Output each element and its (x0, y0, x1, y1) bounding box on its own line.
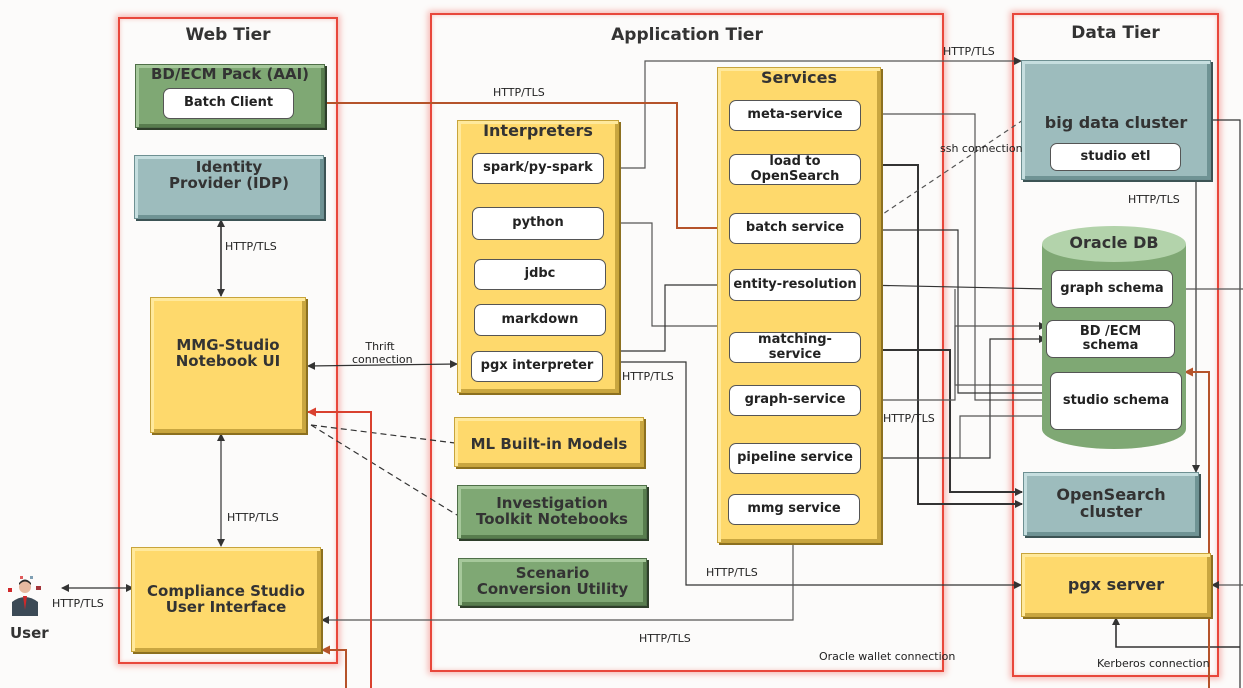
user-icon (8, 576, 42, 616)
studio-etl[interactable]: studio etl (1050, 143, 1181, 171)
opensearch-cluster-box[interactable]: OpenSearch cluster (1023, 472, 1199, 536)
label-http-data: HTTP/TLS (1128, 193, 1180, 206)
oracle-db-title: Oracle DB (1069, 233, 1159, 252)
data-tier-title: Data Tier (1071, 23, 1160, 43)
label-http-idp: HTTP/TLS (225, 240, 277, 253)
notebook-ui-title: MMG-Studio Notebook UI (175, 336, 281, 370)
ml-models-box[interactable]: ML Built-in Models (454, 417, 644, 467)
service-matching[interactable]: matching-service (729, 332, 861, 363)
interpreter-pgx[interactable]: pgx interpreter (471, 351, 603, 382)
big-data-cluster-title: big data cluster (1044, 113, 1188, 132)
schema-bd-ecm[interactable]: BD /ECM schema (1046, 320, 1175, 358)
label-http-graph: HTTP/TLS (883, 412, 935, 425)
scenario-conversion-box[interactable]: Scenario Conversion Utility (458, 558, 647, 606)
batch-client[interactable]: Batch Client (163, 88, 294, 119)
label-kerberos: Kerberos connection (1097, 657, 1210, 670)
service-batch[interactable]: batch service (729, 213, 861, 244)
label-http-pgx-interp: HTTP/TLS (622, 370, 674, 383)
opensearch-cluster-title: OpenSearch cluster (1056, 485, 1166, 521)
service-meta[interactable]: meta-service (729, 100, 861, 131)
service-entity-resolution[interactable]: entity-resolution (729, 269, 861, 301)
identity-provider-box[interactable]: Identity Provider (IDP) (134, 155, 324, 219)
pgx-server-title: pgx server (1067, 574, 1165, 594)
user-label: User (10, 624, 49, 642)
bd-ecm-pack-title: BD/ECM Pack (AAI) (150, 65, 310, 83)
label-http-notebook: HTTP/TLS (227, 511, 279, 524)
label-http-user: HTTP/TLS (52, 597, 104, 610)
interpreter-jdbc[interactable]: jdbc (474, 259, 606, 290)
web-tier: Web Tier (118, 17, 338, 664)
interpreters-title: Interpreters (483, 121, 593, 140)
schema-studio[interactable]: studio schema (1050, 372, 1182, 430)
investigation-toolkit-title: Investigation Toolkit Notebooks (476, 494, 628, 528)
schema-graph[interactable]: graph schema (1051, 270, 1173, 308)
service-pipeline[interactable]: pipeline service (729, 443, 861, 474)
service-mmg[interactable]: mmg service (728, 494, 860, 525)
label-http-bigdata: HTTP/TLS (943, 45, 995, 58)
label-http-batch-client: HTTP/TLS (493, 86, 545, 99)
service-graph[interactable]: graph-service (729, 385, 861, 416)
notebook-ui-box[interactable]: MMG-Studio Notebook UI (150, 297, 306, 433)
label-thrift: Thrift connection (352, 340, 413, 367)
interpreter-spark[interactable]: spark/py-spark (472, 153, 604, 184)
investigation-toolkit-box[interactable]: Investigation Toolkit Notebooks (457, 485, 647, 539)
label-oracle-wallet: Oracle wallet connection (819, 650, 956, 663)
label-ssh: ssh connection (940, 142, 1023, 155)
web-tier-title: Web Tier (185, 25, 271, 45)
label-http-mmg: HTTP/TLS (639, 632, 691, 645)
compliance-ui-box[interactable]: Compliance Studio User Interface (131, 547, 321, 652)
identity-provider-title: Identity Provider (IDP) (169, 158, 289, 192)
ml-models-title: ML Built-in Models (470, 435, 628, 454)
service-load-opensearch[interactable]: load to OpenSearch (729, 154, 861, 185)
compliance-ui-title: Compliance Studio User Interface (147, 581, 305, 616)
pgx-server-box[interactable]: pgx server (1021, 553, 1211, 617)
label-http-pgx-server: HTTP/TLS (706, 566, 758, 579)
interpreter-markdown[interactable]: markdown (474, 304, 606, 336)
scenario-conversion-title: Scenario Conversion Utility (476, 564, 629, 598)
services-title: Services (760, 68, 838, 87)
application-tier-title: Application Tier (611, 25, 763, 45)
interpreter-python[interactable]: python (472, 207, 604, 240)
